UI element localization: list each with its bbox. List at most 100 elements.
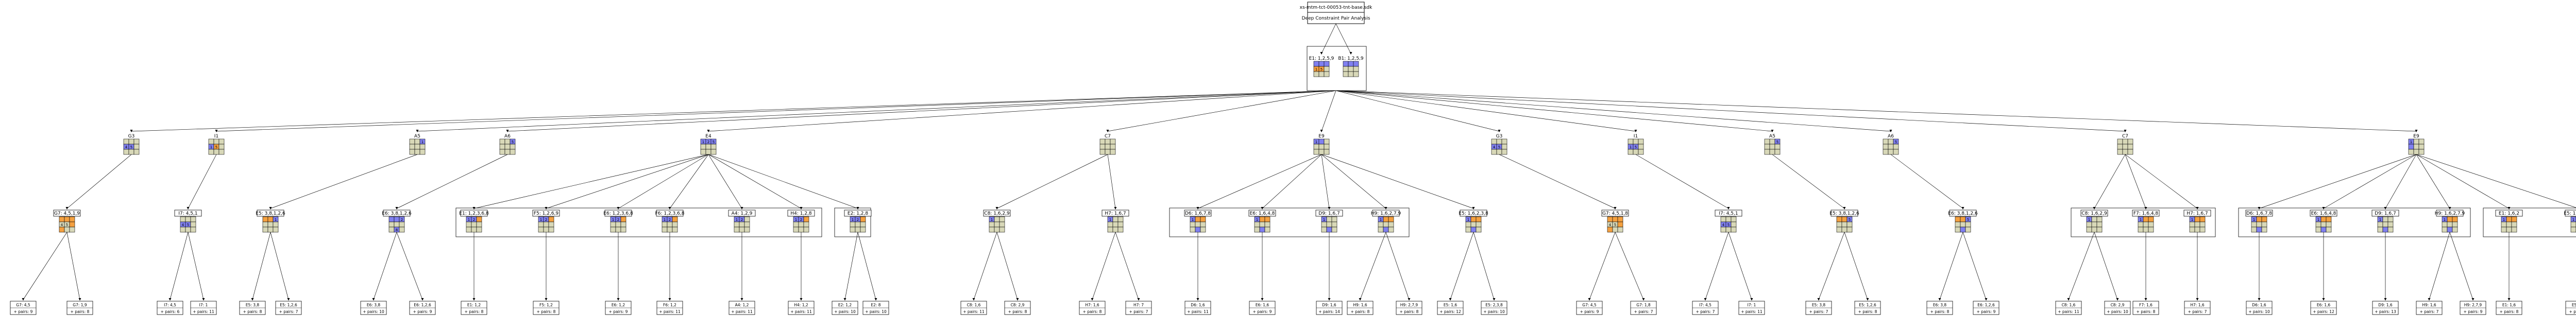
grid-cell [1110,144,1116,150]
grid-node: H9: 1,6,2,7,91 [1371,210,1401,233]
node-label: E6: 1,2,3,6,8 [603,211,633,216]
node-label: G3 [1496,134,1503,139]
grid-cell [2501,227,2507,233]
cell-digit: 5 [1614,223,1616,227]
leaf-candidate: D9: 1,6 [2378,303,2393,307]
grid-cell [1955,227,1961,233]
node-label-box [787,210,815,217]
edge-arrow [65,207,69,210]
grid-cell [262,227,268,233]
grid-cell [1112,216,1118,222]
grid-cell [1313,71,1319,77]
edge [1335,90,1773,132]
edge-arrow [668,298,671,301]
header-node: xs-mtm-tct-00053-tnt-base.sdk Deep Const… [1300,2,1372,24]
edge [188,154,217,209]
grid-cell [2452,221,2458,228]
edge [708,154,858,209]
leaf-pairs: + pairs: 8 [1083,309,1102,314]
grid-cell [860,221,866,228]
edge-arrow [287,298,290,301]
edge [1890,154,1963,209]
grid-cell [388,216,395,222]
node-label-box [2183,210,2211,217]
grid-cell [860,227,866,233]
grid-cell [700,149,706,155]
edge-arrow [2448,207,2451,210]
node-label: E6: 3,8,1,2,6 [1948,211,1978,216]
edge-arrow [1704,298,1707,301]
grid-cell [1501,144,1507,150]
grid-cell [1200,216,1206,222]
leaf-pairs: + pairs: 11 [963,309,985,314]
grid-cell [860,216,866,222]
node-label-box [2495,210,2523,217]
edge-arrow [800,207,803,210]
edge-arrow [1320,130,1323,132]
grid-cell [2387,227,2394,233]
leaf-node: E1: 1,6+ pairs: 8 [2496,301,2522,315]
node-label: G7: 4,5,1,8 [1602,211,1628,216]
grid-cell [394,216,400,222]
grid-cell [1117,227,1124,233]
cell-digit: 1 [1315,67,1317,72]
node-label-box [844,210,872,217]
grid-cell [1841,216,1848,222]
grid-cell [620,216,626,222]
grid-cell [1965,221,1971,228]
grid-cell [667,221,673,228]
grid-cell [1331,216,1337,222]
node-label: E9 [2413,134,2419,139]
edge [1321,90,1336,132]
cell-digit: 2 [707,140,709,144]
leaf-candidate: D6: 1,6 [2252,303,2266,307]
edge-arrow [2322,207,2325,210]
grid-node: A55 [1764,134,1781,155]
node-label-box [383,210,411,217]
grid-cell [2326,216,2332,222]
edge-arrow [1196,207,1199,210]
edge [396,232,423,300]
grid-cell [2096,221,2103,228]
leaf-candidate: E5: 1,2,6 [280,303,297,307]
node-label: E4 [705,134,711,139]
grid-cell [499,144,505,150]
leaf-pairs: + pairs: 8 [2500,309,2519,314]
node-label-box [2132,210,2160,217]
cell-digit: 1 [2410,140,2412,144]
grid-cell [1254,221,1260,228]
grid-cell [399,221,405,228]
cell-digit: 1 [2572,218,2574,222]
grid-cell [1633,138,1639,145]
grid-cell [1099,149,1106,155]
grid-cell [850,221,856,228]
node-label: I1 [1634,134,1638,139]
edge-arrow [2384,207,2387,210]
grid-cell [855,227,861,233]
leaf-node: G7: 1,9+ pairs: 8 [66,301,93,315]
edge [1321,154,1386,209]
grid-cell [705,149,711,155]
edge [131,90,1336,132]
cell-digit: 1 [275,218,277,222]
node-label: G7: 4,5,1,9 [54,211,80,216]
grid-cell [2096,227,2103,233]
cell-digit: 5 [130,145,132,149]
cell-digit: 5 [187,223,189,227]
leaf-pairs: + pairs: 12 [1439,309,1461,314]
edge-arrow [22,298,25,301]
grid-cell [1883,138,1889,145]
edge-arrow [1634,130,1637,132]
grid-cell [1955,216,1961,222]
grid-node: E6: 3,8,1,2,65 [1948,210,1978,233]
leaf-node: G7: 4,5+ pairs: 9 [10,301,37,315]
edge [1962,232,1987,300]
grid-cell [185,216,191,222]
grid-cell [1348,61,1354,67]
cell-digit: 4 [182,223,184,227]
cell-digit: 5 [1498,145,1500,149]
